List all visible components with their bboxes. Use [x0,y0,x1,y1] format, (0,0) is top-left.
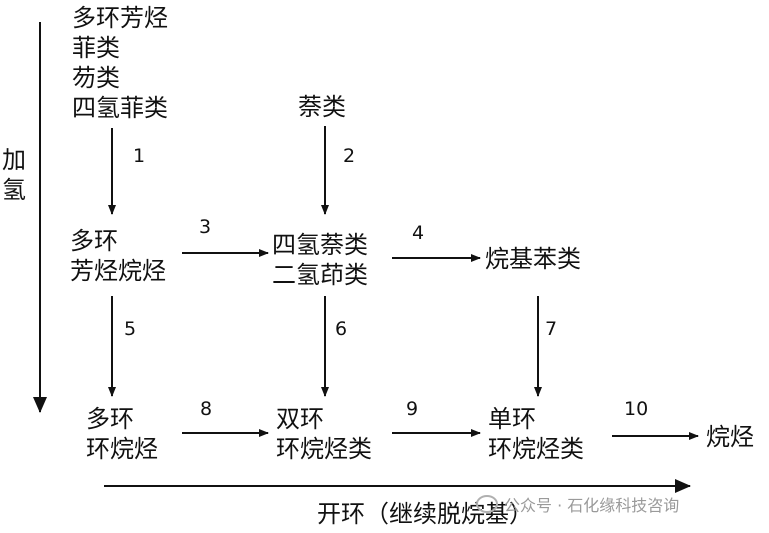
tetrahydrophenanthrenes-label: 四氢菲类 [72,94,168,122]
step-number-7: 7 [545,318,558,340]
monocyclic-line-1: 单环 [488,405,536,433]
step-number-9: 9 [406,398,419,420]
step-number-6: 6 [335,318,348,340]
bicyclic-cycloalkanes-label: 双环 环烷烃类 [276,404,372,464]
polycyclic-aromatic-cycloalkanes-label: 多环 芳烃烷烃 [70,226,166,286]
hydrogenation-char-2: 氢 [2,176,26,204]
polycyclic-cycloalkanes-label: 多环 环烷烃 [86,404,158,464]
alkanes-label: 烷烃 [706,423,754,451]
hydrogenation-char-1: 加 [2,146,26,174]
polycyclic-cycloalkanes-line-2: 环烷烃 [86,435,158,463]
phenanthrenes-label: 菲类 [72,34,120,62]
polycyclic-aromatics-label: 多环芳烃 [72,4,168,32]
tetrahydronaphthalenes-label: 四氢萘类 二氢茚类 [272,230,368,290]
step-number-8: 8 [200,398,213,420]
polycyclic-cycloalkanes-line-1: 多环 [86,405,134,433]
bicyclic-line-2: 环烷烃类 [276,435,372,463]
monocyclic-cycloalkanes-label: 单环 环烷烃类 [488,404,584,464]
top-compound-group: 多环芳烃 菲类 芴类 四氢菲类 [72,3,168,123]
tetrahydronaphthalenes-line-1: 四氢萘类 [272,231,368,259]
poly-ring-line-1: 多环 [70,227,118,255]
watermark: 公众号 · 石化缘科技咨询 [476,492,679,516]
monocyclic-line-2: 环烷烃类 [488,435,584,463]
naphthalenes-label: 萘类 [298,93,346,121]
step-number-1: 1 [133,145,146,167]
step-number-4: 4 [412,222,425,244]
step-number-2: 2 [343,145,356,167]
tetrahydronaphthalenes-line-2: 二氢茚类 [272,261,368,289]
hydrogenation-label: 加 氢 [2,145,26,205]
fluorenes-label: 芴类 [72,64,120,92]
step-number-3: 3 [199,216,212,238]
wechat-icon [476,495,498,513]
poly-ring-line-2: 芳烃烷烃 [70,257,166,285]
bicyclic-line-1: 双环 [276,405,324,433]
watermark-text: 公众号 · 石化缘科技咨询 [504,496,680,515]
step-number-10: 10 [624,398,649,420]
step-number-5: 5 [124,318,137,340]
alkylbenzenes-label: 烷基苯类 [485,245,581,273]
